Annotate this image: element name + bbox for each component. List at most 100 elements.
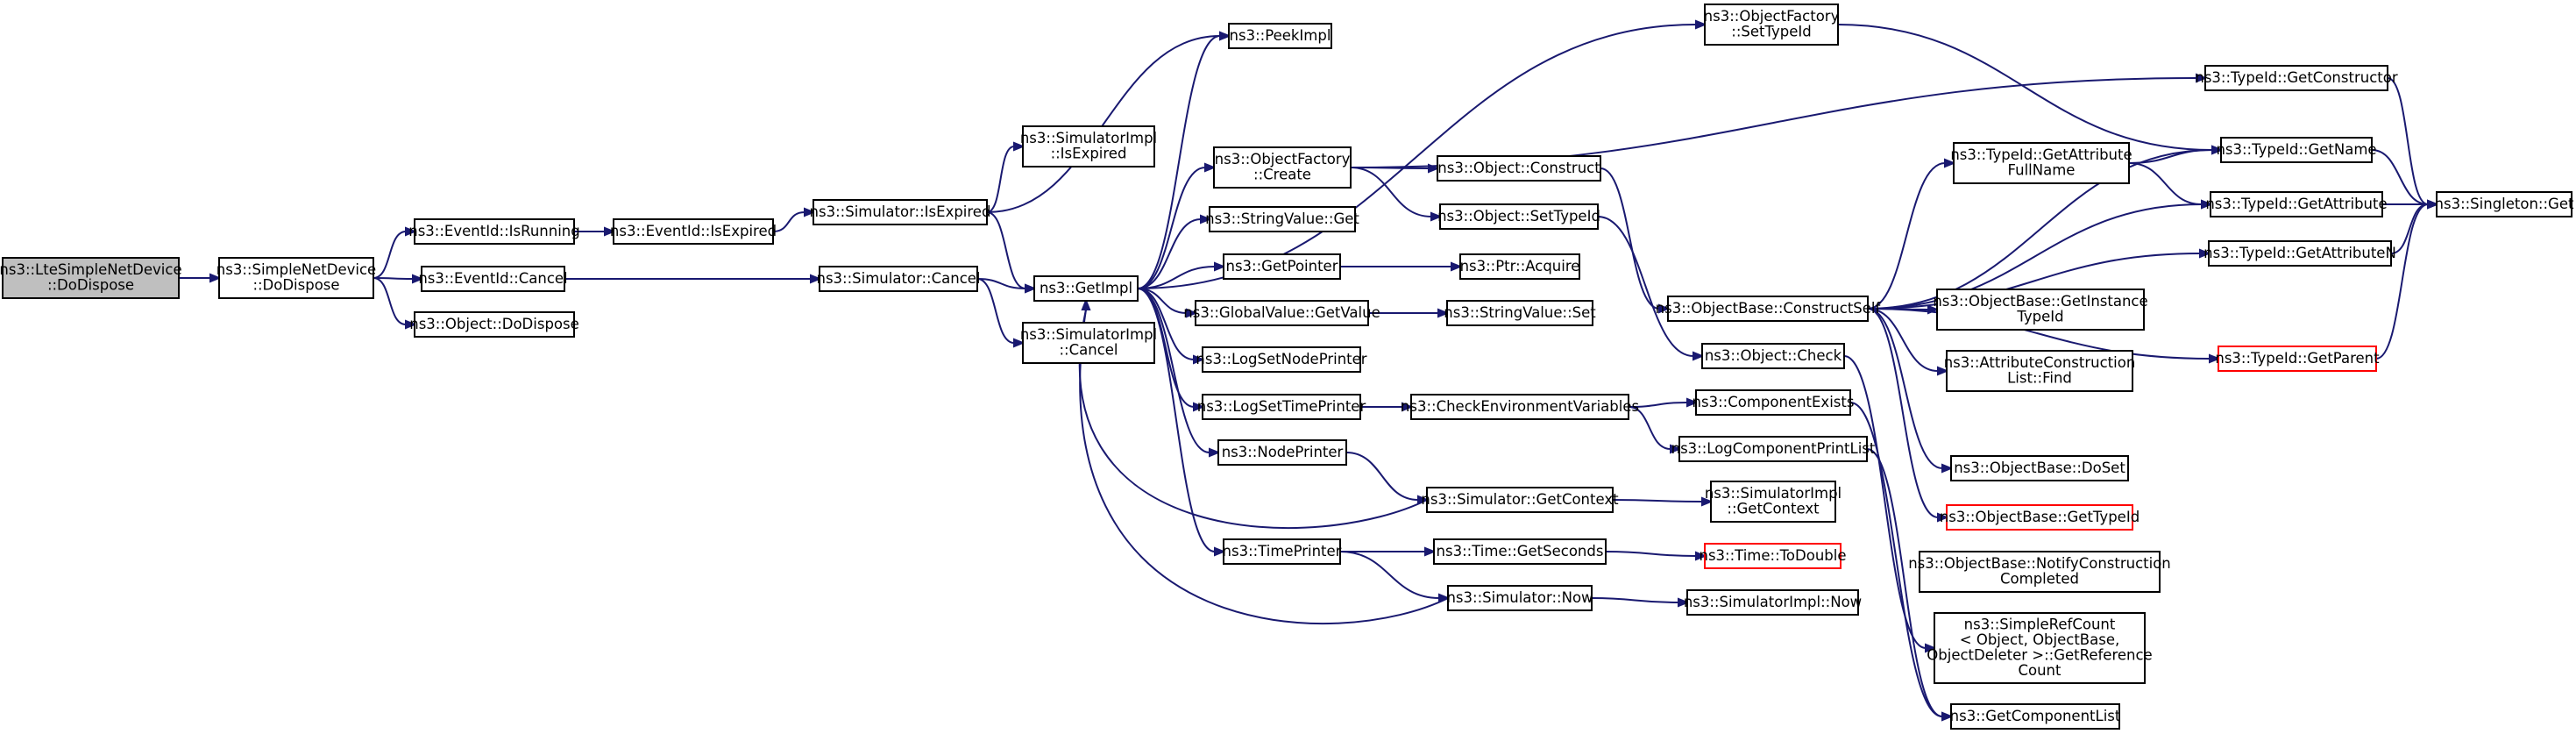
node-objcons[interactable]: ns3::Object::Construct [1437, 155, 1601, 182]
node-peek[interactable]: ns3::PeekImpl [1228, 23, 1332, 49]
node-tgan[interactable]: ns3::TypeId::GetAttributeN [2203, 240, 2396, 267]
edge-obcs-to-obgettid [1867, 308, 1949, 523]
node-evcancel[interactable]: ns3::EventId::Cancel [418, 266, 568, 292]
node-tgetsec[interactable]: ns3::Time::GetSeconds [1433, 538, 1607, 565]
node-simgetctx[interactable]: ns3::Simulator::GetContext [1421, 487, 1619, 513]
node-box [1228, 23, 1332, 49]
node-simisexp[interactable]: ns3::Simulator::IsExpired [810, 199, 991, 225]
arrowhead [1925, 643, 1937, 653]
edge-snd-to-objdd [373, 277, 417, 330]
node-box [1936, 289, 2145, 331]
edge-line [1600, 167, 1660, 310]
node-tgn[interactable]: ns3::TypeId::GetName [2216, 137, 2377, 163]
node-box [1439, 203, 1599, 230]
node-label-line: ns3::TypeId::GetAttribute [2205, 196, 2387, 212]
edge-timep-to-simnow [1339, 551, 1451, 603]
node-chkenv[interactable]: ns3::CheckEnvironmentVariables [1401, 394, 1639, 420]
node-box [1686, 589, 1859, 616]
node-siimpl_now[interactable]: ns3::SimulatorImpl::Now [1684, 589, 1862, 616]
edge-line [1867, 308, 2211, 360]
node-box [414, 311, 575, 338]
edge-timep-to-tgetsec [1340, 546, 1437, 557]
node-ofcreate[interactable]: ns3::ObjectFactory::Create [1213, 146, 1352, 189]
edge-evcancel-to-simcancel [564, 274, 822, 284]
node-tga[interactable]: ns3::TypeId::GetAttribute [2205, 191, 2388, 217]
arrowhead [604, 226, 616, 237]
node-label-line: ns3::Time::GetSeconds [1437, 543, 1604, 559]
node-getcl[interactable]: ns3::GetComponentList [1950, 703, 2121, 730]
node-getptr[interactable]: ns3::GetPointer [1223, 253, 1341, 280]
node-label-line: ns3::PeekImpl [1230, 27, 1331, 44]
edge-getimpl-to-timep [1137, 288, 1226, 557]
node-strget[interactable]: ns3::StringValue::Get [1205, 206, 1359, 232]
edge-tgafn-to-tgn [2128, 145, 2224, 164]
node-siimpl_exp[interactable]: ns3::SimulatorImpl::IsExpired [1020, 125, 1157, 167]
node-ofsettid[interactable]: ns3::ObjectFactory::SetTypeId [1704, 4, 1840, 46]
edge-line [976, 278, 1015, 344]
node-label-line: ns3::SimulatorImpl [1020, 130, 1157, 146]
node-label-line: ns3::GetComponentList [1950, 708, 2121, 724]
node-singget[interactable]: ns3::Singleton::Get [2435, 191, 2574, 217]
node-ptracq[interactable]: ns3::Ptr::Acquire [1459, 253, 1580, 280]
edge-line [1591, 597, 1679, 603]
node-obncc[interactable]: ns3::ObjectBase::NotifyConstructionCompl… [1908, 551, 2171, 593]
edge-line [2128, 162, 2203, 205]
edge-objchk-to-srcgrc [1843, 355, 1937, 653]
node-simnow[interactable]: ns3::Simulator::Now [1446, 585, 1593, 611]
node-label-line: ns3::ObjectFactory [1704, 8, 1840, 25]
node-label-line: ns3::TypeId::GetAttribute [1950, 146, 2132, 163]
node-root[interactable]: ns3::LteSimpleNetDevice::DoDispose [0, 257, 182, 299]
edge-line [1837, 24, 2213, 151]
node-objdd[interactable]: ns3::Object::DoDispose [409, 311, 579, 338]
node-obcs[interactable]: ns3::ObjectBase::ConstructSelf [1656, 296, 1882, 322]
node-obdoset[interactable]: ns3::ObjectBase::DoSet [1950, 455, 2129, 481]
node-siimpl_ctx[interactable]: ns3::SimulatorImpl::GetContext [1705, 481, 1842, 523]
node-isrun[interactable]: ns3::EventId::IsRunning [408, 218, 580, 245]
node-srcgrc[interactable]: ns3::SimpleRefCount< Object, ObjectBase,… [1927, 612, 2153, 684]
node-box [2208, 240, 2392, 267]
node-logtp[interactable]: ns3::LogSetTimePrinter [1197, 394, 1366, 420]
edge-line [1867, 308, 1939, 518]
node-timep[interactable]: ns3::TimePrinter [1223, 538, 1342, 565]
node-objchk[interactable]: ns3::Object::Check [1701, 343, 1845, 369]
edge-tgc-to-singget [2387, 77, 2439, 210]
node-siimpl_cancel[interactable]: ns3::SimulatorImpl::Cancel [1020, 322, 1157, 364]
edge-simisexp-to-peek [986, 31, 1231, 213]
node-box [1195, 300, 1369, 326]
node-nodep[interactable]: ns3::NodePrinter [1217, 439, 1347, 466]
node-lognp[interactable]: ns3::LogSetNodePrinter [1196, 346, 1367, 373]
edge-simisexp-to-siimpl_exp [986, 141, 1025, 213]
node-label-line: ns3::Ptr::Acquire [1460, 258, 1580, 274]
node-box [1426, 487, 1614, 513]
node-label-line: ns3::GetImpl [1040, 280, 1132, 296]
node-getimpl[interactable]: ns3::GetImpl [1033, 275, 1139, 302]
node-label-line: ns3::ComponentExists [1692, 394, 1855, 410]
node-label-line: ns3::Object::Check [1705, 347, 1842, 364]
node-simcancel[interactable]: ns3::Simulator::Cancel [816, 266, 981, 292]
node-logcpl[interactable]: ns3::LogComponentPrintList [1671, 436, 1876, 462]
node-gvget[interactable]: ns3::GlobalValue::GetValue [1183, 300, 1380, 326]
node-objsettid[interactable]: ns3::Object::SetTypeId [1437, 203, 1600, 230]
node-label-line: ns3::Simulator::Cancel [816, 270, 980, 287]
node-tgp[interactable]: ns3::TypeId::GetParent [2215, 346, 2380, 372]
edge-objsettid-to-objchk [1597, 216, 1705, 361]
edge-line [1867, 162, 1946, 310]
edge-tgp-to-singget [2375, 199, 2439, 360]
node-snd[interactable]: ns3::SimpleNetDevice::DoDispose [216, 257, 376, 299]
node-isexp[interactable]: ns3::EventId::IsExpired [610, 218, 777, 245]
edge-line [986, 35, 1221, 213]
node-compex[interactable]: ns3::ComponentExists [1692, 389, 1855, 416]
node-box [1695, 389, 1851, 416]
node-tgc[interactable]: ns3::TypeId::GetConstructor [2195, 65, 2398, 91]
edge-line [2371, 149, 2429, 205]
node-label-line: ns3::Simulator::GetContext [1421, 491, 1619, 508]
edge-tgetsec-to-todouble [1605, 551, 1707, 561]
node-label-line: ns3::SimpleNetDevice [216, 261, 376, 278]
node-obgettid[interactable]: ns3::ObjectBase::GetTypeId [1940, 504, 2140, 531]
node-todouble[interactable]: ns3::Time::ToDouble [1699, 543, 1847, 569]
node-strset[interactable]: ns3::StringValue::Set [1444, 300, 1596, 326]
node-box [1704, 543, 1842, 569]
